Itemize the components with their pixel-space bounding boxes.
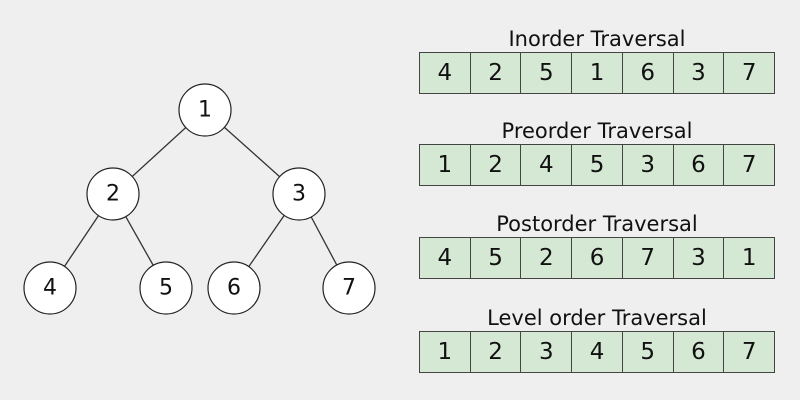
array-cell: 2 bbox=[471, 145, 522, 185]
node-circle bbox=[139, 261, 193, 315]
tree-node-3: 3 bbox=[272, 167, 326, 221]
array-cell: 7 bbox=[623, 238, 674, 278]
array-cell: 6 bbox=[572, 238, 623, 278]
array-cell: 6 bbox=[623, 53, 674, 93]
array-cell: 5 bbox=[521, 53, 573, 93]
tree-node-6: 6 bbox=[207, 261, 261, 315]
node-circle bbox=[23, 261, 77, 315]
tree-node-4: 4 bbox=[23, 261, 77, 315]
array-cell: 7 bbox=[741, 60, 757, 86]
array-cell: 1 bbox=[741, 245, 757, 271]
array-cell: 3 bbox=[674, 53, 725, 93]
traversal-title: Preorder Traversal bbox=[501, 119, 693, 143]
node-label: 2 bbox=[106, 182, 120, 207]
array-cell: 5 bbox=[623, 332, 674, 372]
node-circle bbox=[86, 167, 140, 221]
tree-node-2: 2 bbox=[86, 167, 140, 221]
traversal-array: 1 2 3 4 5 6 7 bbox=[419, 331, 775, 373]
traversal-panel-level-order: Level order Traversal 1 2 3 4 5 6 7 bbox=[419, 305, 775, 373]
tree-node-7: 7 bbox=[322, 261, 376, 315]
array-cell: 3 bbox=[674, 238, 725, 278]
traversal-title: Level order Traversal bbox=[487, 306, 707, 330]
node-label: 5 bbox=[159, 276, 173, 301]
node-label: 4 bbox=[43, 276, 57, 301]
array-cell: 1 bbox=[420, 332, 471, 372]
array-cell: 7 bbox=[741, 339, 757, 365]
array-cell: 7 bbox=[741, 152, 757, 178]
tree-node-1: 1 bbox=[178, 83, 232, 137]
traversal-array: 4 2 5 1 6 3 7 bbox=[419, 52, 775, 94]
traversal-panel-postorder: Postorder Traversal 4 5 2 6 7 3 1 bbox=[419, 211, 775, 279]
node-label: 1 bbox=[198, 98, 212, 123]
array-cell: 5 bbox=[471, 238, 522, 278]
traversal-array: 4 5 2 6 7 3 1 bbox=[419, 237, 775, 279]
array-cell: 5 bbox=[572, 145, 623, 185]
array-cell: 4 bbox=[420, 238, 471, 278]
array-cell: 1 bbox=[572, 53, 623, 93]
traversal-panel-preorder: Preorder Traversal 1 2 4 5 3 6 7 bbox=[419, 118, 775, 186]
array-cell: 3 bbox=[521, 332, 573, 372]
node-label: 7 bbox=[342, 276, 356, 301]
array-cell: 1 bbox=[420, 145, 471, 185]
traversal-array: 1 2 4 5 3 6 7 bbox=[419, 144, 775, 186]
array-cell: 2 bbox=[471, 332, 522, 372]
node-circle bbox=[272, 167, 326, 221]
node-circle bbox=[322, 261, 376, 315]
array-cell: 3 bbox=[623, 145, 674, 185]
traversal-title: Postorder Traversal bbox=[496, 212, 698, 236]
node-label: 3 bbox=[292, 182, 306, 207]
array-cell: 6 bbox=[674, 332, 725, 372]
node-label: 6 bbox=[227, 276, 241, 301]
array-cell: 2 bbox=[471, 53, 522, 93]
binary-tree: 1 2 3 4 5 6 7 bbox=[23, 83, 376, 315]
node-circle bbox=[207, 261, 261, 315]
array-cell: 4 bbox=[420, 53, 471, 93]
traversal-panel-inorder: Inorder Traversal 4 2 5 1 6 3 7 bbox=[419, 26, 775, 94]
traversal-title: Inorder Traversal bbox=[508, 27, 686, 51]
array-cell: 4 bbox=[572, 332, 623, 372]
array-cell: 4 bbox=[521, 145, 573, 185]
array-cell: 2 bbox=[521, 238, 573, 278]
tree-node-5: 5 bbox=[139, 261, 193, 315]
node-circle bbox=[178, 83, 232, 137]
array-cell: 6 bbox=[674, 145, 725, 185]
